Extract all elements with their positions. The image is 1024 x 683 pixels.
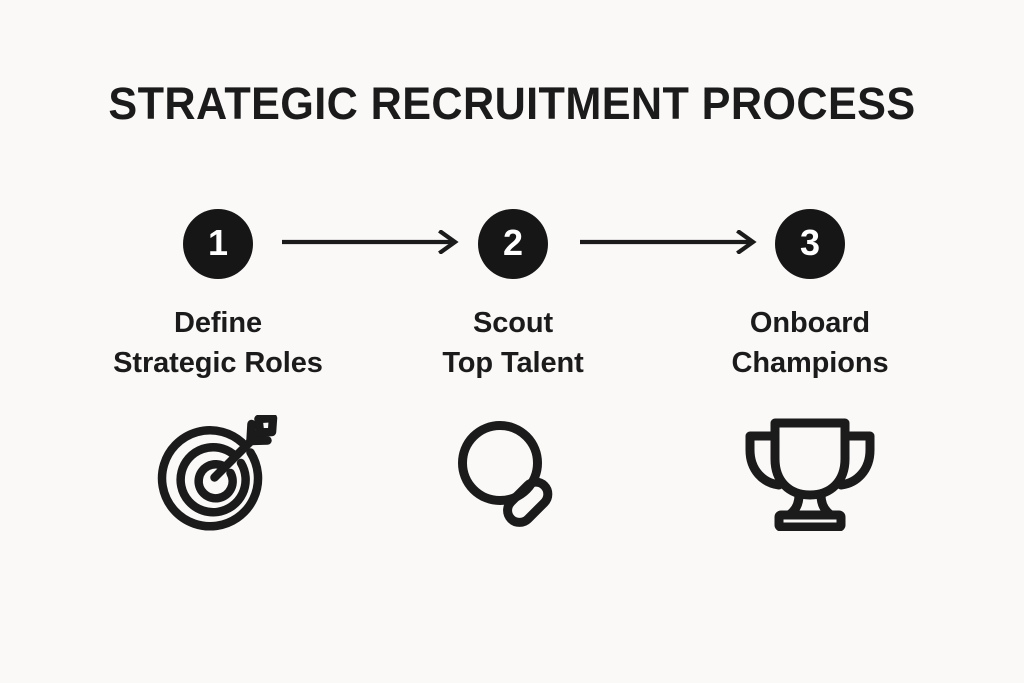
step-number-badge-1: 1 (183, 209, 253, 279)
step-icon-wrap-1 (68, 415, 368, 535)
trophy-icon (745, 418, 875, 532)
step-number-badge-3: 3 (775, 209, 845, 279)
step-label-2-line1: Scout (472, 307, 554, 339)
arrow-right-icon (282, 230, 459, 254)
step-number-badge-2: 2 (478, 209, 548, 279)
process-step-3: 3 Onboard Champions (660, 196, 960, 535)
arrow-right-icon (580, 230, 757, 254)
page-title: STRATEGIC RECRUITMENT PROCESS (108, 78, 916, 129)
step-label-1: Define Strategic Roles (68, 303, 368, 383)
step-label-3-line1: Onboard (749, 307, 871, 339)
step-label-2-line2: Top Talent (442, 347, 584, 380)
magnifying-glass-icon (458, 421, 553, 527)
step-icon-wrap-2 (363, 415, 663, 535)
step-label-1-line2: Strategic Roles (113, 347, 323, 380)
connector-arrow-2 (580, 230, 760, 254)
step-icon-wrap-3 (660, 415, 960, 535)
process-steps: 1 Define Strategic Roles (0, 196, 1024, 626)
process-step-1: 1 Define Strategic Roles (68, 196, 368, 535)
step-label-2: Scout Top Talent (363, 303, 663, 383)
step-label-3: Onboard Champions (660, 303, 960, 383)
connector-arrow-1 (282, 230, 462, 254)
process-step-2: 2 Scout Top Talent (363, 196, 663, 535)
target-arrow-icon (157, 415, 278, 531)
step-label-1-line1: Define (173, 307, 263, 339)
step-label-3-line2: Champions (731, 347, 889, 380)
